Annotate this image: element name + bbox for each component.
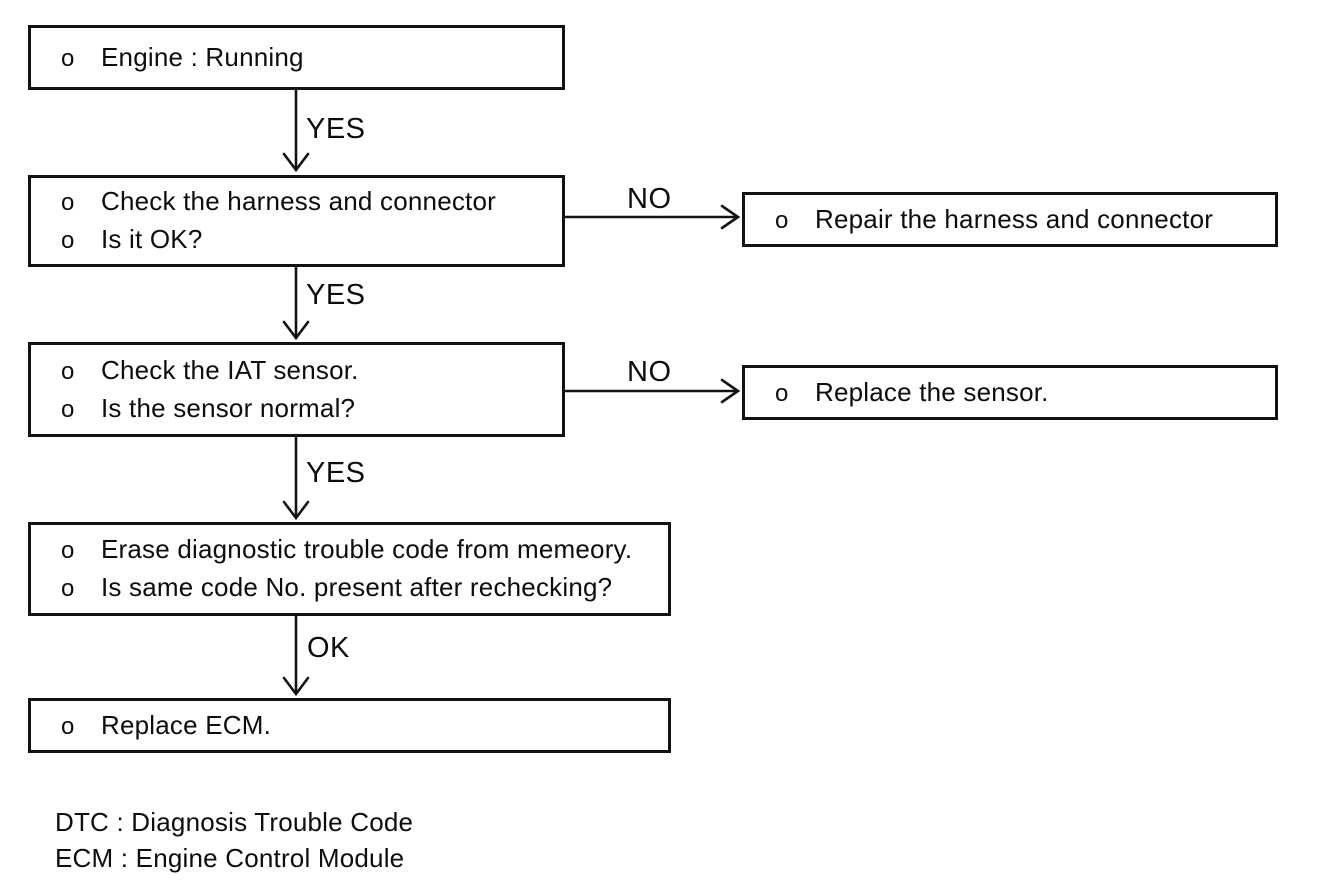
flow-box-replace-ecm: o Replace ECM. [28, 698, 671, 753]
box-text: Repair the harness and connector [815, 203, 1214, 234]
flow-box-repair-harness: o Repair the harness and connector [742, 192, 1278, 247]
edge-label-ok-erase: OK [307, 632, 350, 664]
box-text: Is it OK? [101, 224, 203, 254]
bullet-marker: o [61, 189, 75, 216]
box-line: o Replace ECM. [61, 707, 660, 745]
box-line: o Check the harness and connector [61, 183, 554, 221]
bullet-marker: o [775, 379, 789, 407]
edge-label-yes-harness: YES [306, 279, 366, 311]
flow-box-engine-running: o Engine : Running [28, 25, 565, 90]
box-line: o Is it OK? [61, 221, 554, 259]
flow-box-replace-sensor: o Replace the sensor. [742, 365, 1278, 420]
flow-box-check-harness: o Check the harness and connector o Is i… [28, 175, 565, 267]
flow-box-erase-dtc: o Erase diagnostic trouble code from mem… [28, 522, 671, 616]
box-line: o Replace the sensor. [775, 374, 1267, 412]
box-text: Engine : Running [101, 41, 304, 72]
bullet-marker: o [61, 575, 75, 602]
edge-label-yes-engine: YES [306, 113, 366, 145]
box-line: o Erase diagnostic trouble code from mem… [61, 531, 660, 569]
edge-label-yes-iat: YES [306, 457, 366, 489]
box-text: Check the harness and connector [101, 186, 496, 216]
box-text: Check the IAT sensor. [101, 354, 359, 385]
edge-label-no-harness: NO [627, 183, 672, 215]
bullet-marker: o [61, 227, 75, 254]
box-text: Is same code No. present after recheckin… [101, 572, 613, 602]
legend-line-ecm: ECM : Engine Control Module [55, 843, 405, 873]
flow-box-check-iat-sensor: o Check the IAT sensor. o Is the sensor … [28, 342, 565, 437]
box-line: o Is same code No. present after recheck… [61, 569, 660, 607]
box-text: Is the sensor normal? [101, 392, 356, 423]
box-line: o Repair the harness and connector [775, 201, 1267, 239]
box-line: o Engine : Running [61, 39, 554, 77]
edge-label-no-iat: NO [627, 356, 672, 388]
box-text: Erase diagnostic trouble code from memeo… [101, 534, 633, 564]
bullet-marker: o [61, 537, 75, 564]
bullet-marker: o [61, 357, 75, 385]
bullet-marker: o [61, 44, 75, 72]
legend-line-dtc: DTC : Diagnosis Trouble Code [55, 807, 414, 837]
box-text: Replace the sensor. [815, 376, 1049, 407]
box-line: o Is the sensor normal? [61, 390, 554, 428]
box-text: Replace ECM. [101, 709, 272, 740]
bullet-marker: o [61, 712, 75, 740]
bullet-marker: o [775, 206, 789, 234]
bullet-marker: o [61, 395, 75, 423]
box-line: o Check the IAT sensor. [61, 352, 554, 390]
abbreviation-legend: DTC : Diagnosis Trouble Code ECM : Engin… [55, 804, 413, 876]
